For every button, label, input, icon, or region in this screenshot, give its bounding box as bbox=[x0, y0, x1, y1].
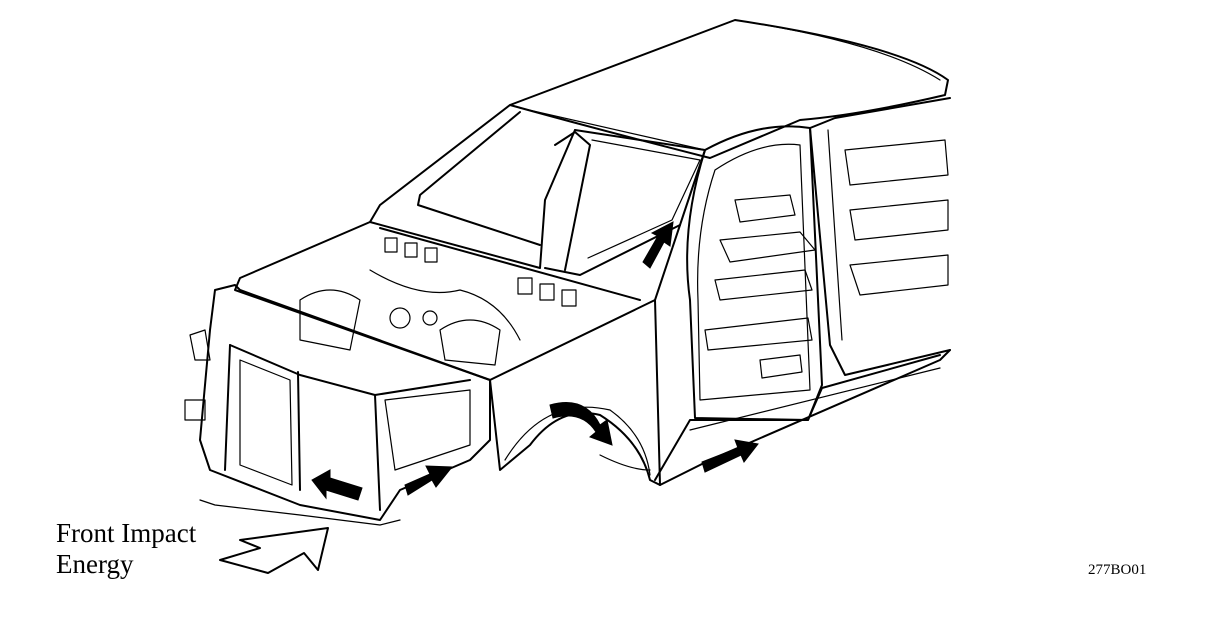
figure-code: 277BO01 bbox=[1088, 562, 1147, 578]
solid-arrow-icon bbox=[311, 469, 363, 501]
outlined-arrow-icon bbox=[219, 527, 329, 574]
solid-arrow-icon bbox=[642, 221, 674, 269]
impact-label: Front Impact Energy bbox=[56, 518, 196, 580]
roof-panel bbox=[509, 19, 949, 159]
solid-arrow-icon bbox=[404, 465, 454, 496]
door-opening bbox=[686, 97, 951, 421]
impact-label-line1: Front Impact bbox=[56, 518, 197, 548]
load-path-arrows bbox=[311, 221, 759, 501]
floor-pan bbox=[704, 139, 949, 379]
fender-wheel-arch bbox=[489, 224, 681, 486]
solid-arrow-icon bbox=[701, 439, 759, 473]
cowl-panel bbox=[234, 221, 641, 381]
solid-arrow-icon bbox=[549, 402, 613, 446]
rocker-panel bbox=[654, 349, 951, 486]
front-structure bbox=[184, 284, 491, 526]
impact-label-line2: Energy bbox=[56, 549, 134, 579]
